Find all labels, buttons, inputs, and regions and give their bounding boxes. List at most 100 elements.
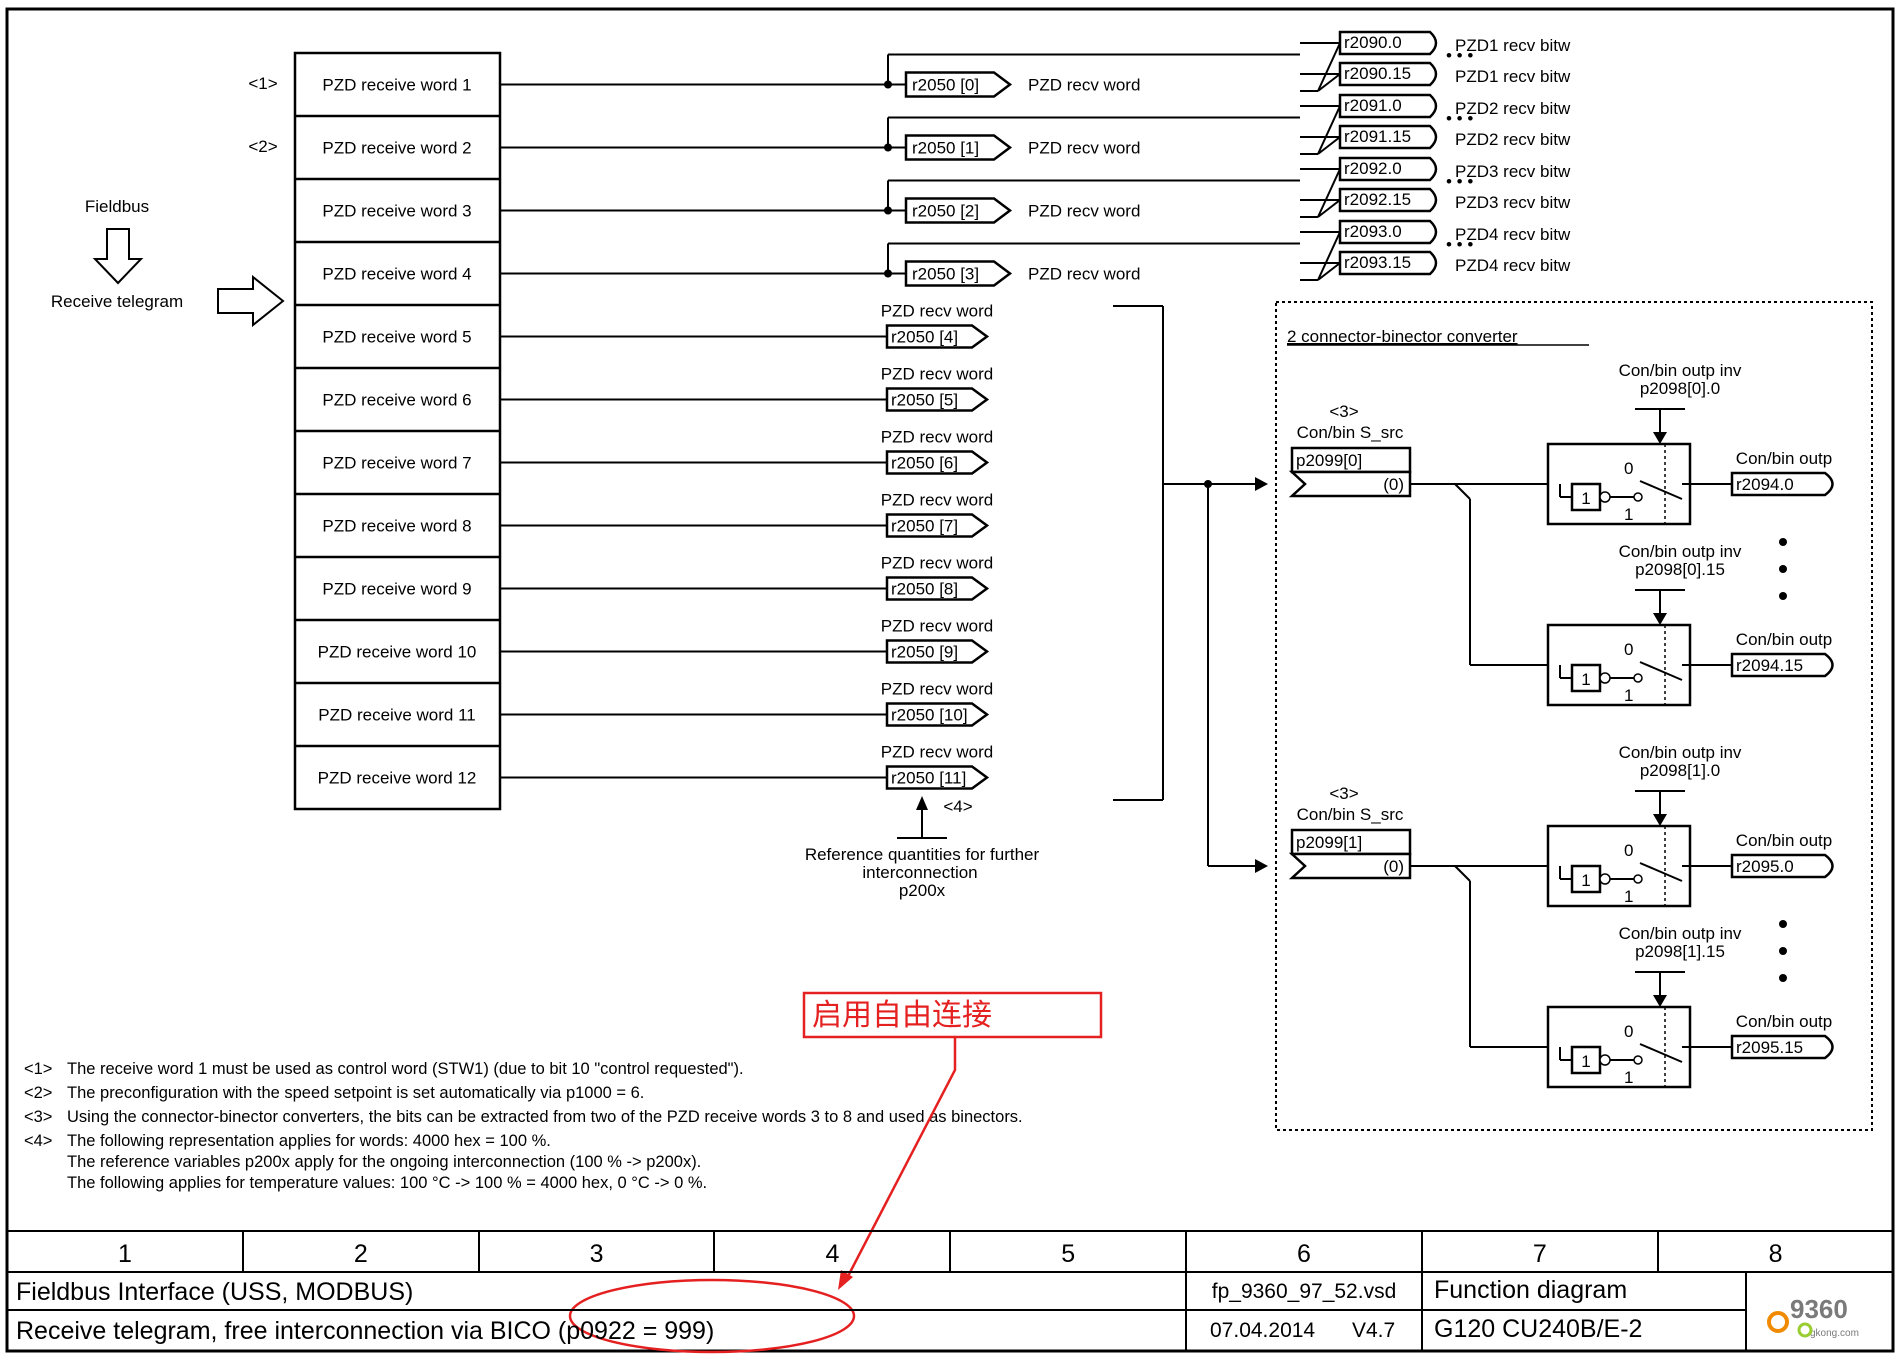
outp-label-0: Con/bin outp [1736, 449, 1832, 468]
inv-param-0: p2098[0].0 [1640, 379, 1720, 398]
note-marker-1: <2> [24, 1084, 52, 1102]
note-text-5: The following applies for temperature va… [67, 1174, 707, 1192]
not-gate-2: 1 [1581, 871, 1590, 890]
inv-label-2: Con/bin outp inv [1619, 743, 1742, 762]
column-number-4: 4 [825, 1240, 839, 1268]
bitw-dots-4: • • • [1446, 235, 1473, 254]
bitw-dots-2: • • • [1446, 109, 1473, 128]
bitw-bit15-label-2: PZD2 recv bitw [1455, 130, 1571, 149]
pzd-receive-word-6: PZD receive word 6 [322, 391, 471, 410]
switch-1-0: 1 [1624, 505, 1633, 524]
pzd-receive-word-10: PZD receive word 10 [318, 643, 477, 662]
r2050-param-8: r2050 [8] [891, 580, 958, 599]
pzd-recv-word-label-5: PZD recv word [881, 365, 993, 384]
column-number-6: 6 [1297, 1240, 1311, 1268]
outp-param-1: r2094.15 [1736, 656, 1803, 675]
pzd-recv-word-label-3: PZD recv word [1028, 265, 1140, 284]
pzd-receive-word-4: PZD receive word 4 [322, 265, 471, 284]
marker-1: <1> [248, 74, 277, 93]
title-line-1: Fieldbus Interface (USS, MODBUS) [16, 1278, 413, 1306]
reference-quantities: <4> Reference quantities for further int… [805, 796, 1040, 900]
r2050-param-7: r2050 [7] [891, 517, 958, 536]
r2050-param-4: r2050 [4] [891, 328, 958, 347]
pzd-recv-word-label-8: PZD recv word [881, 554, 993, 573]
outer-frame [5, 7, 1895, 1353]
outp-label-3: Con/bin outp [1736, 1012, 1832, 1031]
column-number-1: 1 [118, 1240, 132, 1268]
r2050-param-3: r2050 [3] [912, 265, 979, 284]
reference-text-3: p200x [899, 881, 946, 900]
inv-label-0: Con/bin outp inv [1619, 361, 1742, 380]
ellipsis-dot [1779, 565, 1787, 573]
marker-3: <3> [1329, 784, 1358, 803]
pzd-recv-word-label-11: PZD recv word [881, 743, 993, 762]
r2050-param-2: r2050 [2] [912, 202, 979, 221]
switch-0-0: 0 [1624, 459, 1633, 478]
note-text-0: The receive word 1 must be used as contr… [67, 1060, 744, 1078]
footnotes: <1> The receive word 1 must be used as co… [24, 1060, 1023, 1192]
annotation: 启用自由连接 [568, 991, 1103, 1354]
src-param-1: p2099[1] [1296, 833, 1362, 852]
inv-label-1: Con/bin outp inv [1619, 542, 1742, 561]
bitw-bit0-param-1: r2090.0 [1344, 33, 1402, 52]
bitw-bit0-label-4: PZD4 recv bitw [1455, 225, 1571, 244]
column-number-7: 7 [1533, 1240, 1547, 1268]
pzd-receive-word-7: PZD receive word 7 [322, 454, 471, 473]
bitw-bit15-label-4: PZD4 recv bitw [1455, 256, 1571, 275]
note-marker-2: <3> [24, 1108, 52, 1126]
ellipsis-dot [1779, 592, 1787, 600]
watermark-gear-icon [1767, 1311, 1789, 1333]
right-arrow-icon [217, 274, 285, 328]
marker-2: <2> [248, 137, 277, 156]
pzd-receive-word-11: PZD receive word 11 [318, 706, 475, 725]
version: V4.7 [1352, 1319, 1395, 1342]
column-number-3: 3 [590, 1240, 604, 1268]
bitw-bit0-param-2: r2091.0 [1344, 96, 1402, 115]
bracket [1113, 305, 1268, 873]
pzd-recv-word-label-9: PZD recv word [881, 617, 993, 636]
outp-param-2: r2095.0 [1736, 857, 1794, 876]
inv-param-3: p2098[1].15 [1635, 942, 1725, 961]
r2050-param-11: r2050 [11] [891, 769, 966, 788]
pzd-recv-word-label-1: PZD recv word [1028, 139, 1140, 158]
switch-0-1: 0 [1624, 640, 1633, 659]
src-label: Con/bin S_src [1297, 805, 1404, 824]
inv-label-3: Con/bin outp inv [1619, 924, 1742, 943]
pzd-receive-word-8: PZD receive word 8 [322, 517, 471, 536]
column-number-8: 8 [1769, 1240, 1783, 1268]
note-text-2: Using the connector-binector converters,… [67, 1108, 1023, 1126]
connector-binector-converter: 2 connector-binector converter <3>Con/bi… [1275, 301, 1873, 1131]
ellipsis-dot [1779, 920, 1787, 928]
not-gate-1: 1 [1581, 670, 1590, 689]
note-marker-3: <4> [24, 1132, 52, 1150]
watermark-number: 9360 [1790, 1294, 1848, 1324]
pzd-receive-word-2: PZD receive word 2 [322, 139, 471, 158]
reference-text-1: Reference quantities for further [805, 845, 1040, 864]
switch-1-1: 1 [1624, 686, 1633, 705]
bitw-bit0-label-2: PZD2 recv bitw [1455, 99, 1571, 118]
bitw-bit0-label-1: PZD1 recv bitw [1455, 36, 1571, 55]
bitw-bit15-param-2: r2091.15 [1344, 127, 1411, 146]
bitw-bit15-label-1: PZD1 recv bitw [1455, 67, 1571, 86]
bitw-bit15-param-4: r2093.15 [1344, 253, 1411, 272]
bitw-bit0-param-3: r2092.0 [1344, 159, 1402, 178]
ellipsis-dot [1779, 947, 1787, 955]
note-marker-0: <1> [24, 1060, 52, 1078]
r2050-param-10: r2050 [10] [891, 706, 968, 725]
ellipsis-dot [1779, 974, 1787, 982]
pzd-receive-word-12: PZD receive word 12 [318, 769, 477, 788]
marker-4: <4> [943, 797, 972, 816]
reference-text-2: interconnection [862, 863, 977, 882]
not-gate-3: 1 [1581, 1052, 1590, 1071]
switch-1-2: 1 [1624, 887, 1633, 906]
fieldbus-label: Fieldbus [85, 197, 149, 216]
switch-0-3: 0 [1624, 1022, 1633, 1041]
r2050-param-1: r2050 [1] [912, 139, 979, 158]
outp-param-0: r2094.0 [1736, 475, 1794, 494]
bitw-bit0-param-4: r2093.0 [1344, 222, 1402, 241]
bitw-dots-3: • • • [1446, 172, 1473, 191]
column-number-5: 5 [1061, 1240, 1075, 1268]
note-text-4: The reference variables p200x apply for … [67, 1153, 701, 1171]
